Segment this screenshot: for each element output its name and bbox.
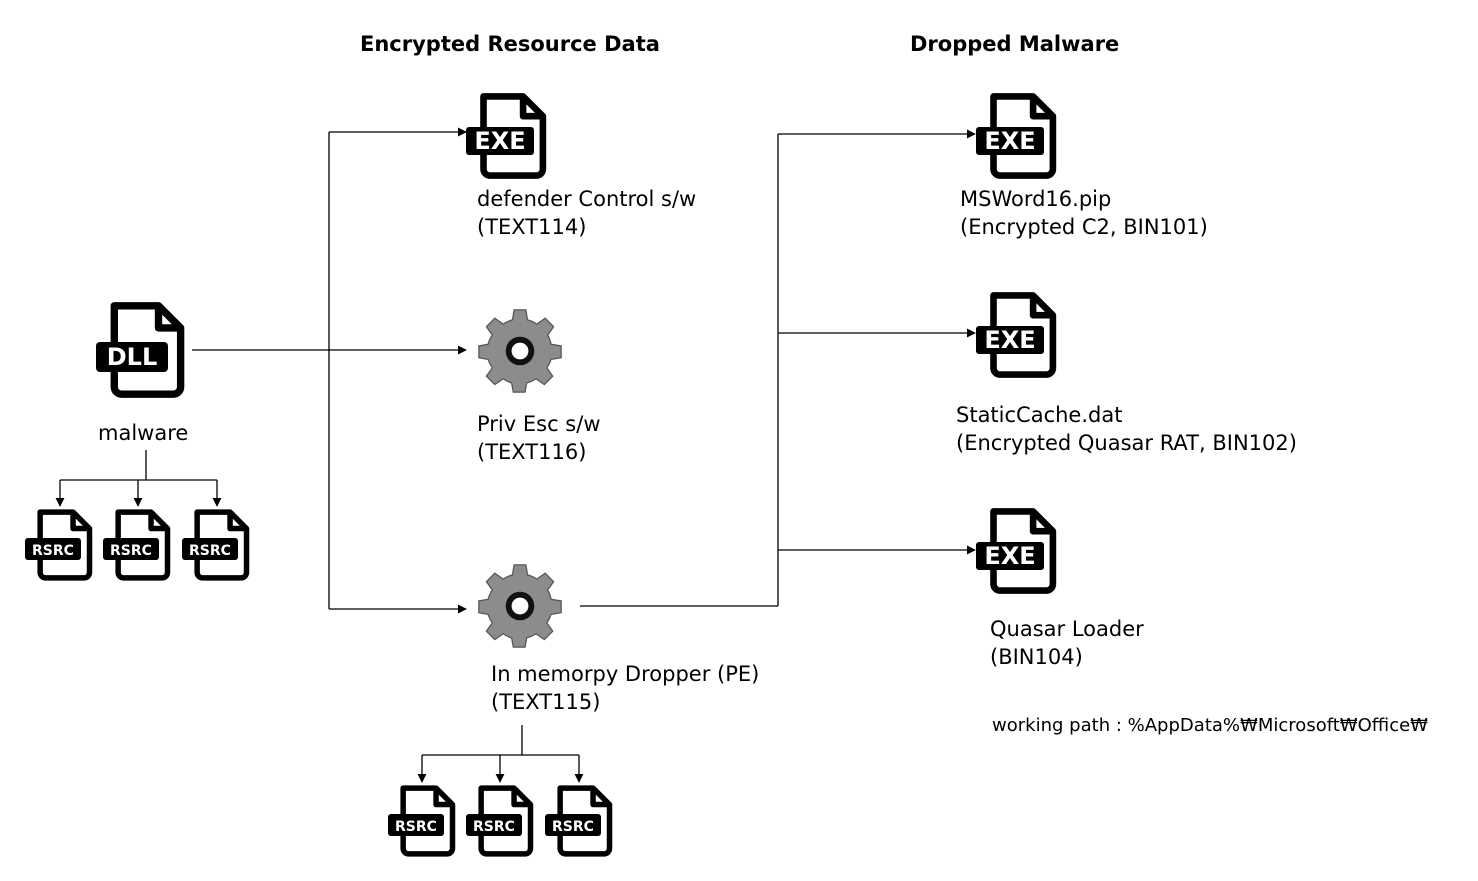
source-label: malware (98, 421, 188, 445)
exe-file-icon: EXE (976, 96, 1053, 175)
exe-file-icon: EXE (976, 511, 1053, 590)
dropper-label: In memorpy Dropper (PE) (491, 662, 759, 686)
rsrc-tag-text: RSRC (473, 819, 515, 835)
dll-file-icon: DLL (96, 306, 181, 394)
dll-tag-text: DLL (107, 343, 158, 371)
exe-tag-text: EXE (474, 127, 525, 155)
source-resources-connector (192, 127, 467, 614)
gear-icon (478, 564, 562, 648)
msword-desc: (Encrypted C2, BIN101) (960, 215, 1208, 239)
staticcache-desc: (Encrypted Quasar RAT, BIN102) (956, 431, 1297, 455)
priv-esc-label: Priv Esc s/w (477, 412, 601, 436)
rsrc-file-icon: RSRC (103, 512, 168, 578)
exe-file-icon: EXE (466, 96, 543, 175)
exe-tag-text: EXE (984, 542, 1035, 570)
defender-control-label: defender Control s/w (477, 187, 696, 211)
heading-encrypted-resource-data: Encrypted Resource Data (360, 32, 660, 56)
priv-esc-id: (TEXT116) (477, 440, 586, 464)
rsrc-tag-text: RSRC (189, 543, 231, 559)
rsrc-file-icon: RSRC (545, 788, 610, 854)
rsrc-tag-text: RSRC (395, 819, 437, 835)
rsrc-file-icon: RSRC (466, 788, 531, 854)
rsrc-file-icon: RSRC (25, 512, 90, 578)
quasar-loader-id: (BIN104) (990, 645, 1083, 669)
heading-dropped-malware: Dropped Malware (910, 32, 1119, 56)
exe-tag-text: EXE (984, 326, 1035, 354)
working-path-note: working path : %AppData%₩Microsoft₩Offic… (992, 715, 1428, 736)
msword-label: MSWord16.pip (960, 187, 1111, 211)
exe-file-icon: EXE (976, 295, 1053, 374)
dropper-rsrc-connector (417, 725, 584, 783)
gear-icon (478, 309, 562, 393)
rsrc-tag-text: RSRC (32, 543, 74, 559)
dropper-id: (TEXT115) (491, 690, 600, 714)
rsrc-tag-text: RSRC (110, 543, 152, 559)
quasar-loader-label: Quasar Loader (990, 617, 1144, 641)
exe-tag-text: EXE (984, 127, 1035, 155)
defender-control-id: (TEXT114) (477, 215, 586, 239)
rsrc-tag-text: RSRC (552, 819, 594, 835)
rsrc-file-icon: RSRC (182, 512, 247, 578)
staticcache-label: StaticCache.dat (956, 403, 1122, 427)
dropper-dropped-connector (580, 129, 976, 607)
source-rsrc-connector (55, 450, 222, 507)
rsrc-file-icon: RSRC (388, 788, 453, 854)
